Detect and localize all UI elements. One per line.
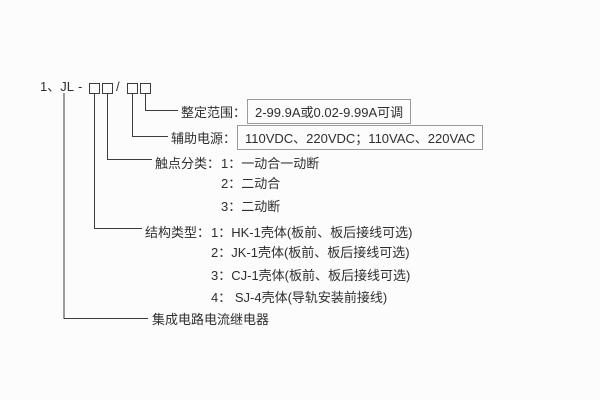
aux-power-value: 110VDC、220VDC；110VAC、220VAC: [237, 125, 484, 150]
structure-type-option-2: 2：JK-1壳体(板前、板后接线可选): [211, 245, 410, 260]
connector-aux-power: [132, 94, 168, 137]
structure-type-option-4: 4： SJ-4壳体(导轨安装前接线): [211, 290, 388, 305]
code-box-structure-type: [89, 83, 100, 94]
model-dash: -: [78, 79, 83, 94]
model-prefix: 1、JL: [40, 79, 74, 94]
connector-product-name: [63, 93, 148, 319]
contact-type-row: 触点分类： 1：一动合一动断: [155, 153, 319, 172]
contact-type-option-2: 2：二动合: [221, 176, 281, 191]
structure-type-label: 结构类型：: [145, 225, 211, 240]
connector-setting-range: [145, 94, 178, 111]
contact-type-option-3: 3：二动断: [221, 199, 281, 214]
setting-range-label: 整定范围：: [181, 105, 247, 120]
code-box-aux-power: [127, 83, 138, 94]
product-name: 集成电路电流继电器: [152, 312, 270, 327]
structure-type-row: 结构类型： 1：HK-1壳体(板前、板后接线可选): [145, 222, 413, 241]
code-box-setting-range: [140, 83, 151, 94]
aux-power-row: 辅助电源： 110VDC、220VDC；110VAC、220VAC: [171, 125, 484, 150]
model-slash: /: [116, 79, 120, 94]
connector-structure-type: [94, 94, 142, 229]
structure-type-option-1: 1：HK-1壳体(板前、板后接线可选): [211, 225, 413, 240]
connector-contact-type: [107, 94, 152, 160]
setting-range-row: 整定范围： 2-99.9A或0.02-9.99A可调: [181, 99, 412, 124]
contact-type-label: 触点分类：: [155, 156, 221, 171]
aux-power-label: 辅助电源：: [171, 131, 237, 146]
setting-range-value: 2-99.9A或0.02-9.99A可调: [247, 99, 412, 124]
structure-type-option-3: 3：CJ-1壳体(板前、板后接线可选): [211, 268, 411, 283]
contact-type-option-1: 1：一动合一动断: [221, 156, 320, 171]
code-box-contact-type: [102, 83, 113, 94]
